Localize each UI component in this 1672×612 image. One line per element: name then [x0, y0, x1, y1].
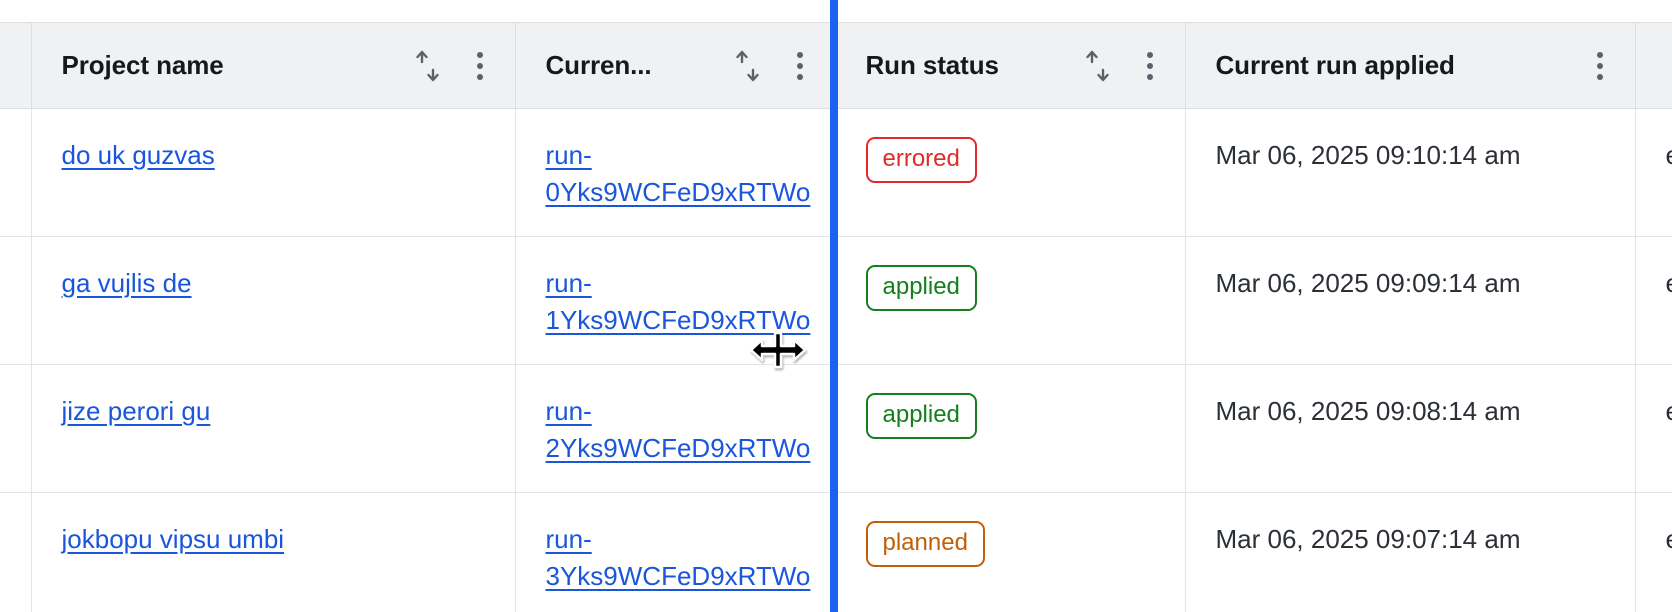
cell-select[interactable] — [0, 492, 32, 612]
cell-content: applied — [865, 237, 1167, 311]
cell-overflow: e — [1635, 108, 1672, 237]
projects-table: Project name Curren... Run status Current r… — [0, 22, 1672, 612]
cell-select[interactable] — [0, 364, 32, 493]
applied-timestamp: Mar 06, 2025 09:10:14 am — [1215, 140, 1521, 170]
cell-status: applied — [835, 364, 1186, 493]
kebab-menu-icon[interactable] — [1583, 44, 1617, 88]
applied-timestamp: Mar 06, 2025 09:07:14 am — [1215, 524, 1521, 554]
cell-project: jize perori gu — [31, 364, 516, 493]
column-header-overflow[interactable]: V — [1635, 22, 1672, 109]
cell-content: run-3Yks9WCFeD9xRTWo — [546, 493, 817, 595]
cell-applied: Mar 06, 2025 09:08:14 am — [1185, 364, 1636, 493]
overflow-cell-text: e — [1666, 140, 1672, 170]
cell-run: run-3Yks9WCFeD9xRTWo — [515, 492, 836, 612]
column-header-run[interactable]: Curren... — [515, 22, 836, 109]
column-header-label: Run status — [865, 50, 999, 80]
cell-status: errored — [835, 108, 1186, 237]
sort-icon[interactable] — [729, 44, 767, 88]
cell-applied: Mar 06, 2025 09:10:14 am — [1185, 108, 1636, 237]
sort-icon[interactable] — [1079, 44, 1117, 88]
cell-content: jize perori gu — [62, 365, 497, 430]
column-resize-guide[interactable] — [830, 0, 838, 612]
applied-timestamp: Mar 06, 2025 09:09:14 am — [1215, 268, 1521, 298]
cell-applied: Mar 06, 2025 09:09:14 am — [1185, 236, 1636, 365]
cell-content: ga vujlis de — [62, 237, 497, 302]
cell-content: Mar 06, 2025 09:07:14 am — [1216, 493, 1617, 558]
column-header-project[interactable]: Project name — [31, 22, 516, 109]
cell-overflow: e — [1635, 236, 1672, 365]
sort-icon[interactable] — [409, 44, 447, 88]
cell-content: run-1Yks9WCFeD9xRTWo — [546, 237, 817, 339]
cell-project: jokbopu vipsu umbi — [31, 492, 516, 612]
run-link[interactable]: run-0Yks9WCFeD9xRTWo — [545, 140, 811, 207]
table-header-row: Project name Curren... Run status Current r… — [0, 22, 1672, 109]
overflow-cell-text: e — [1666, 268, 1672, 298]
overflow-cell-text: e — [1666, 524, 1672, 554]
cell-status: planned — [835, 492, 1186, 612]
table-header: Project name Curren... Run status Current r… — [0, 22, 1672, 109]
cell-project: do uk guzvas — [31, 108, 516, 237]
cell-content: jokbopu vipsu umbi — [62, 493, 497, 558]
status-badge: applied — [865, 393, 977, 439]
run-link[interactable]: run-3Yks9WCFeD9xRTWo — [545, 524, 811, 591]
project-link[interactable]: jokbopu vipsu umbi — [61, 524, 285, 554]
cell-content: do uk guzvas — [62, 109, 497, 174]
cell-content: Mar 06, 2025 09:10:14 am — [1216, 109, 1617, 174]
cell-applied: Mar 06, 2025 09:07:14 am — [1185, 492, 1636, 612]
applied-timestamp: Mar 06, 2025 09:08:14 am — [1215, 396, 1521, 426]
cell-content: run-0Yks9WCFeD9xRTWo — [546, 109, 817, 211]
cell-run: run-2Yks9WCFeD9xRTWo — [515, 364, 836, 493]
column-header-select[interactable] — [0, 22, 32, 109]
column-header-label: Project name — [61, 50, 224, 80]
project-link[interactable]: ga vujlis de — [61, 268, 192, 298]
cell-status: applied — [835, 236, 1186, 365]
column-header-status[interactable]: Run status — [835, 22, 1186, 109]
cell-content: errored — [865, 109, 1167, 183]
cell-select[interactable] — [0, 236, 32, 365]
cell-content: run-2Yks9WCFeD9xRTWo — [546, 365, 817, 467]
status-badge: planned — [865, 521, 985, 567]
kebab-menu-icon[interactable] — [783, 44, 817, 88]
cell-select[interactable] — [0, 108, 32, 237]
status-badge: errored — [865, 137, 977, 183]
overflow-cell-text: e — [1666, 396, 1672, 426]
run-link[interactable]: run-1Yks9WCFeD9xRTWo — [545, 268, 811, 335]
cell-content: planned — [865, 493, 1167, 567]
kebab-menu-icon[interactable] — [463, 44, 497, 88]
cell-run: run-0Yks9WCFeD9xRTWo — [515, 108, 836, 237]
table-row[interactable]: do uk guzvas run-0Yks9WCFeD9xRTWo errored M… — [0, 108, 1672, 237]
cell-project: ga vujlis de — [31, 236, 516, 365]
column-header-applied[interactable]: Current run applied — [1185, 22, 1636, 109]
column-header-label: Current run applied — [1215, 50, 1455, 80]
cell-overflow: e — [1635, 492, 1672, 612]
table-row[interactable]: jize perori gu run-2Yks9WCFeD9xRTWo applie… — [0, 364, 1672, 493]
project-link[interactable]: jize perori gu — [61, 396, 211, 426]
cell-content: applied — [865, 365, 1167, 439]
cell-content: Mar 06, 2025 09:08:14 am — [1216, 365, 1617, 430]
cell-overflow: e — [1635, 364, 1672, 493]
cell-run: run-1Yks9WCFeD9xRTWo — [515, 236, 836, 365]
project-link[interactable]: do uk guzvas — [61, 140, 215, 170]
status-badge: applied — [865, 265, 977, 311]
table-row[interactable]: jokbopu vipsu umbi run-3Yks9WCFeD9xRTWo pl… — [0, 492, 1672, 612]
run-link[interactable]: run-2Yks9WCFeD9xRTWo — [545, 396, 811, 463]
kebab-menu-icon[interactable] — [1133, 44, 1167, 88]
cell-content: Mar 06, 2025 09:09:14 am — [1216, 237, 1617, 302]
column-header-label: Curren... — [545, 50, 652, 80]
